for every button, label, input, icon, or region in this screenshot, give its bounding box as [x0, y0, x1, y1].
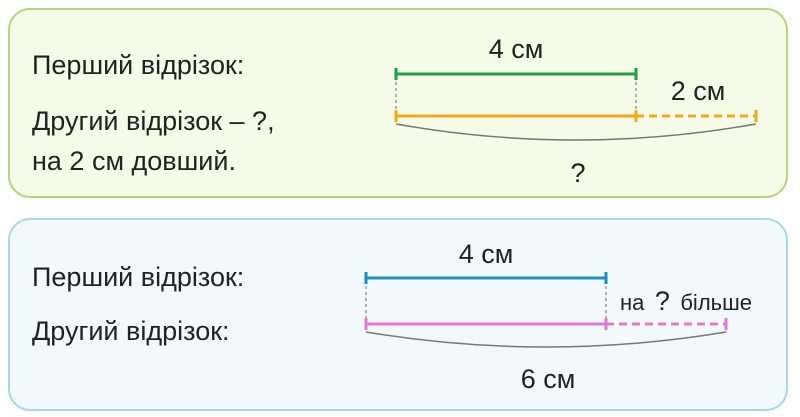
second-segment	[364, 318, 728, 330]
second-segment-label-line-1: Другий відрізок – ?,	[32, 106, 275, 136]
second-segment-label-line-2: на 2 см довший.	[32, 146, 236, 176]
difference-prefix: на	[620, 290, 645, 315]
difference-label: 2 см	[671, 76, 726, 106]
problem-2-segment-diagram: 4 см на ? більше 6 см	[364, 239, 752, 394]
total-brace	[395, 123, 757, 141]
second-segment-label: Другий відрізок:	[32, 316, 230, 346]
first-segment	[364, 272, 608, 284]
difference-unknown: ?	[655, 286, 670, 316]
first-length-label: 4 см	[459, 239, 514, 269]
first-segment-label: Перший відрізок:	[32, 50, 245, 80]
total-length-label: 6 см	[521, 364, 576, 394]
difference-suffix: більше	[680, 290, 752, 315]
first-segment	[394, 68, 638, 80]
first-length-label: 4 см	[489, 34, 544, 64]
total-unknown-label: ?	[570, 158, 585, 188]
problem-2-panel: Перший відрізок: Другий відрізок: 4 см н…	[8, 218, 788, 411]
difference-label: на ? більше	[620, 286, 752, 316]
total-brace	[365, 331, 727, 348]
problem-1-panel: Перший відрізок: Другий відрізок – ?, на…	[8, 8, 788, 198]
problem-1-segment-diagram: 4 см 2 см ?	[394, 34, 758, 188]
second-segment	[394, 110, 758, 122]
first-segment-label: Перший відрізок:	[32, 262, 245, 292]
